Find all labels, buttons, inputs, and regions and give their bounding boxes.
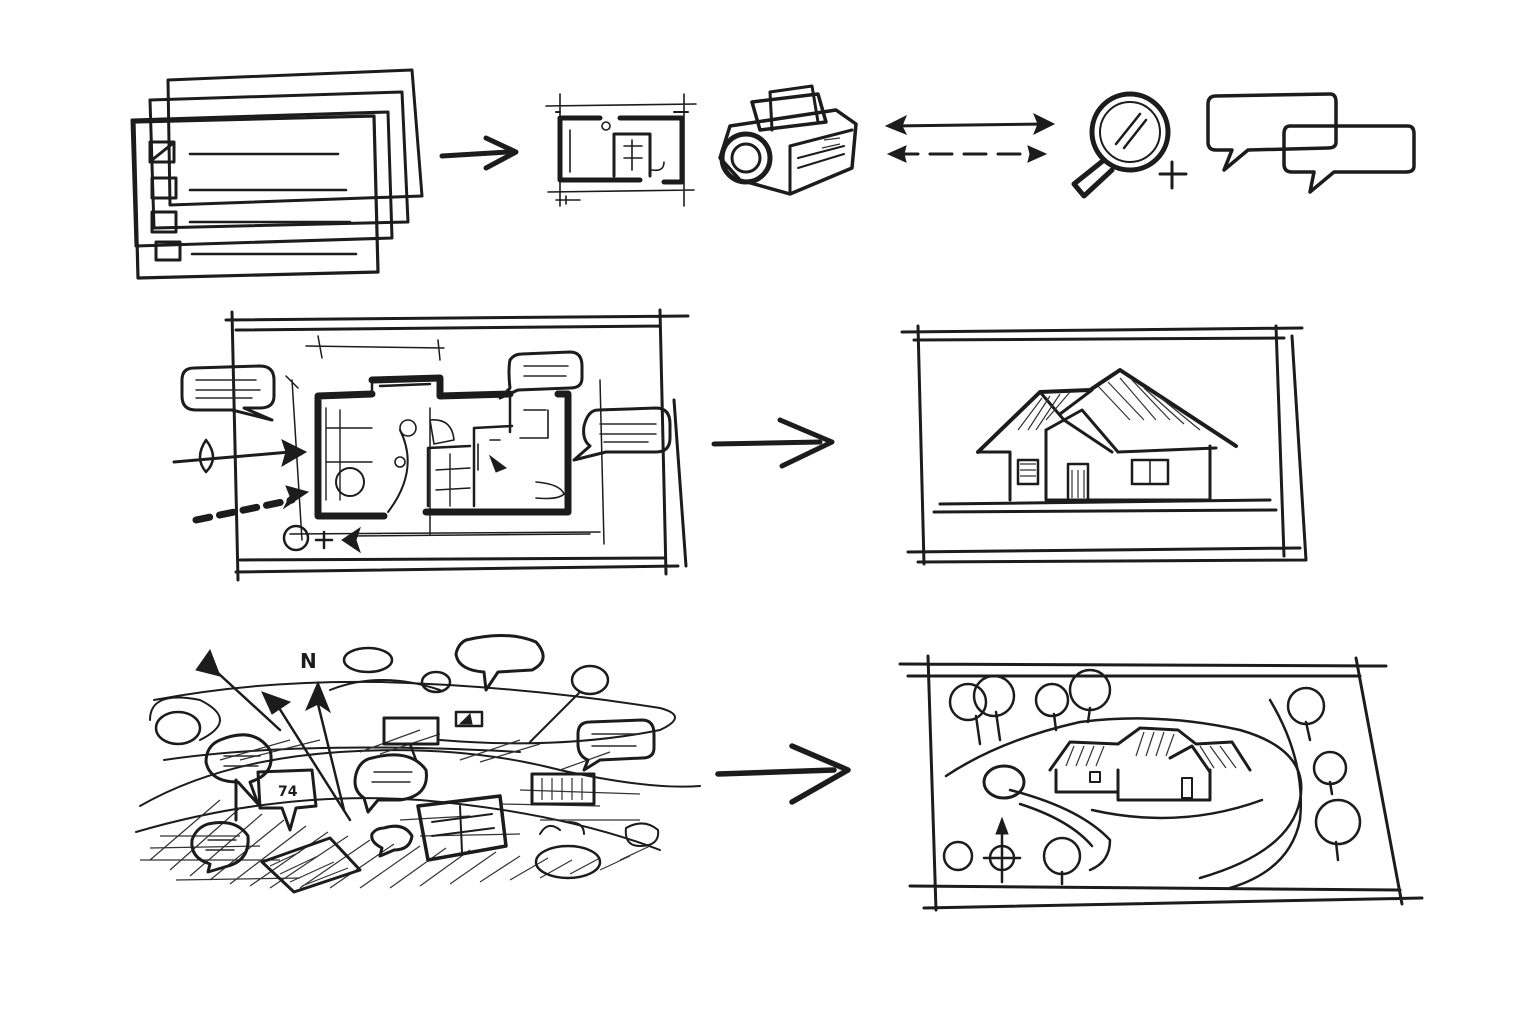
checkbox-checked-icon bbox=[148, 140, 176, 164]
house-render-frame bbox=[900, 324, 1308, 566]
magnifier-plus-icon bbox=[1071, 91, 1188, 199]
checkbox-icon bbox=[150, 210, 178, 234]
speech-bubble-icon bbox=[454, 633, 545, 692]
bubble-icon bbox=[534, 844, 602, 880]
arrow-right-icon bbox=[711, 417, 835, 469]
dimension-marker-icon bbox=[282, 524, 361, 554]
tree-icon bbox=[942, 836, 1082, 886]
pond-icon bbox=[982, 764, 1026, 800]
house-icon bbox=[976, 368, 1238, 502]
bubble-icon bbox=[342, 646, 394, 674]
tree-icon bbox=[1034, 668, 1112, 732]
north-label: N bbox=[300, 649, 317, 673]
bubble-icon bbox=[420, 670, 452, 694]
arrow-right-icon bbox=[715, 743, 851, 805]
annotated-floor-plan bbox=[172, 308, 690, 582]
arrow-right-icon bbox=[439, 135, 519, 171]
bubble-icon bbox=[570, 664, 610, 696]
speech-bubble-icon bbox=[180, 364, 276, 422]
small-floor-plan-icon bbox=[545, 93, 697, 207]
map-number-label: 74 bbox=[278, 784, 298, 800]
building-icon bbox=[530, 772, 596, 806]
pin-marker-icon bbox=[172, 438, 308, 474]
flag-marker-icon bbox=[261, 691, 352, 822]
tree-icon bbox=[948, 674, 1016, 746]
house-icon bbox=[1048, 726, 1252, 802]
chaotic-map-sketch: N 74 bbox=[135, 633, 701, 894]
sign-board-icon: 74 bbox=[234, 768, 318, 832]
small-flag-icon bbox=[454, 710, 484, 728]
bubble-icon bbox=[154, 710, 202, 746]
double-arrow-icon bbox=[884, 112, 1056, 163]
camera-projector-icon bbox=[718, 84, 858, 196]
dashed-arrow-icon bbox=[192, 485, 310, 524]
checkbox-icon bbox=[150, 176, 178, 200]
compass-rose-icon bbox=[982, 816, 1022, 884]
north-arrow-icon: N bbox=[300, 649, 346, 812]
speech-bubbles-icon bbox=[1206, 92, 1416, 194]
tree-icon bbox=[1286, 686, 1362, 862]
speech-bubble-icon bbox=[576, 718, 656, 772]
checklist-documents-stack bbox=[130, 68, 424, 280]
speech-bubble-icon bbox=[572, 406, 672, 462]
grid-board-icon bbox=[416, 794, 508, 862]
speech-bubble-icon bbox=[353, 753, 428, 814]
speech-bubble-icon bbox=[190, 821, 250, 874]
site-plan-frame bbox=[898, 654, 1424, 912]
flag-marker-icon bbox=[195, 648, 282, 732]
speech-bubble-icon bbox=[204, 733, 273, 806]
speech-bubble-icon bbox=[498, 350, 584, 400]
sign-board-icon bbox=[382, 716, 440, 762]
checkbox-icon bbox=[154, 240, 182, 262]
speech-bubble-icon bbox=[370, 824, 414, 858]
